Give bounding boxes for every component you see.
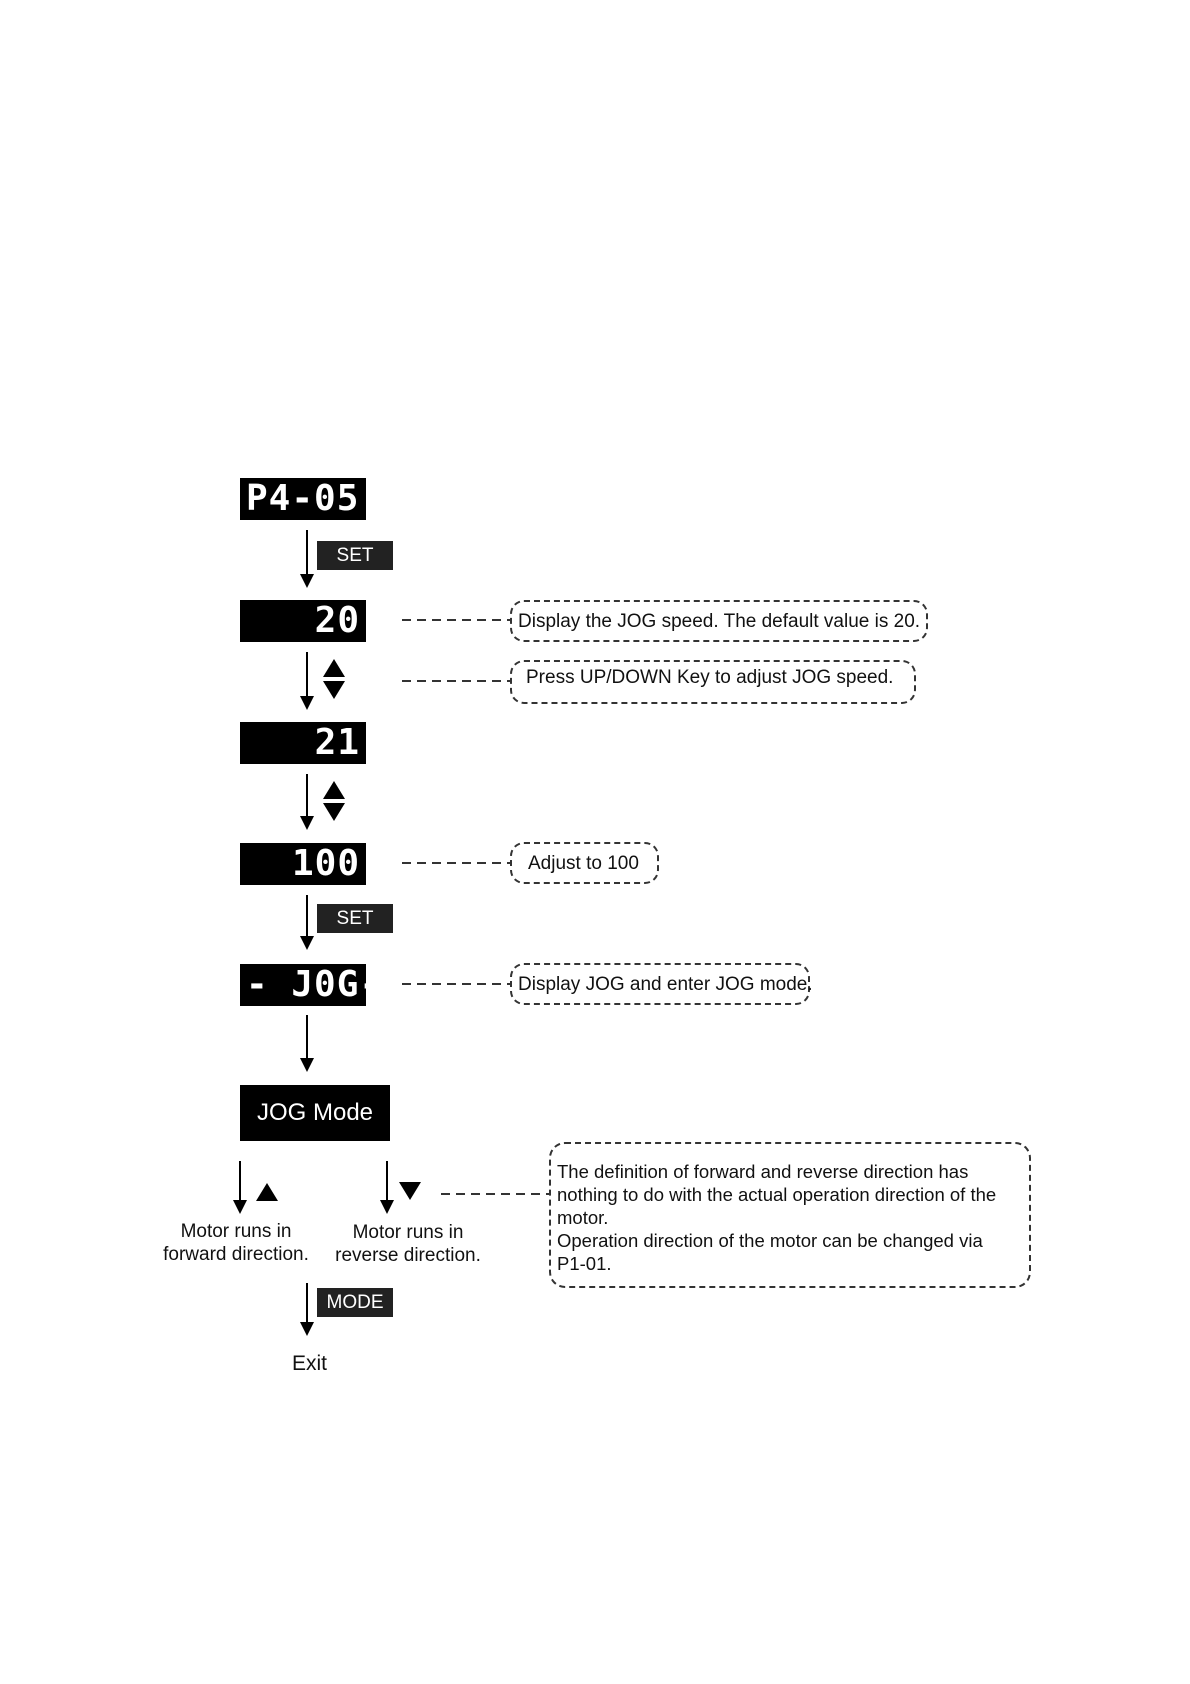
- note-line: The definition of forward and reverse di…: [557, 1161, 969, 1182]
- reverse-label-line1: Motor runs in: [352, 1222, 464, 1243]
- arrowhead: [300, 696, 314, 710]
- jog-mode-box: JOG Mode: [240, 1085, 390, 1141]
- forward-label: Motor runs in forward direction.: [151, 1220, 321, 1266]
- lcd-display-speed-next: 21: [240, 722, 366, 764]
- arrowhead: [300, 1058, 314, 1072]
- lcd-display-jog: - J0G-: [240, 964, 366, 1006]
- exit-label: Exit: [292, 1352, 328, 1375]
- arrowhead: [300, 816, 314, 830]
- callout-display-speed: Display the JOG speed. The default value…: [510, 600, 928, 642]
- up-down-icon: [323, 659, 345, 699]
- set-key: SET: [317, 904, 393, 933]
- arrowhead: [380, 1200, 394, 1214]
- mode-key: MODE: [317, 1288, 393, 1317]
- callout-press-updown: Press UP/DOWN Key to adjust JOG speed.: [510, 660, 916, 704]
- down-triangle-icon: [399, 1182, 421, 1200]
- callout-display-jog: Display JOG and enter JOG mode.: [510, 963, 813, 1005]
- forward-label-line1: Motor runs in: [180, 1221, 292, 1242]
- forward-label-line2: forward direction.: [163, 1244, 309, 1265]
- arrowhead: [300, 574, 314, 588]
- reverse-label: Motor runs in reverse direction.: [323, 1221, 493, 1267]
- arrowhead: [233, 1200, 247, 1214]
- lcd-display-speed-default: 20: [240, 600, 366, 642]
- arrowhead: [300, 936, 314, 950]
- note-line: Operation direction of the motor can be …: [557, 1230, 983, 1251]
- callout-adjust: Adjust to 100: [510, 842, 659, 884]
- direction-note: The definition of forward and reverse di…: [549, 1142, 1031, 1288]
- lcd-display-speed-target: 100: [240, 843, 366, 885]
- set-key: SET: [317, 541, 393, 570]
- lcd-display-param: P4-05: [240, 478, 366, 520]
- arrowhead: [300, 1322, 314, 1336]
- note-line: nothing to do with the actual operation …: [557, 1184, 997, 1205]
- up-triangle-icon: [256, 1183, 278, 1201]
- reverse-label-line2: reverse direction.: [335, 1245, 481, 1266]
- note-line: P1-01.: [557, 1253, 612, 1274]
- note-line: motor.: [557, 1207, 609, 1228]
- up-down-icon: [323, 781, 345, 821]
